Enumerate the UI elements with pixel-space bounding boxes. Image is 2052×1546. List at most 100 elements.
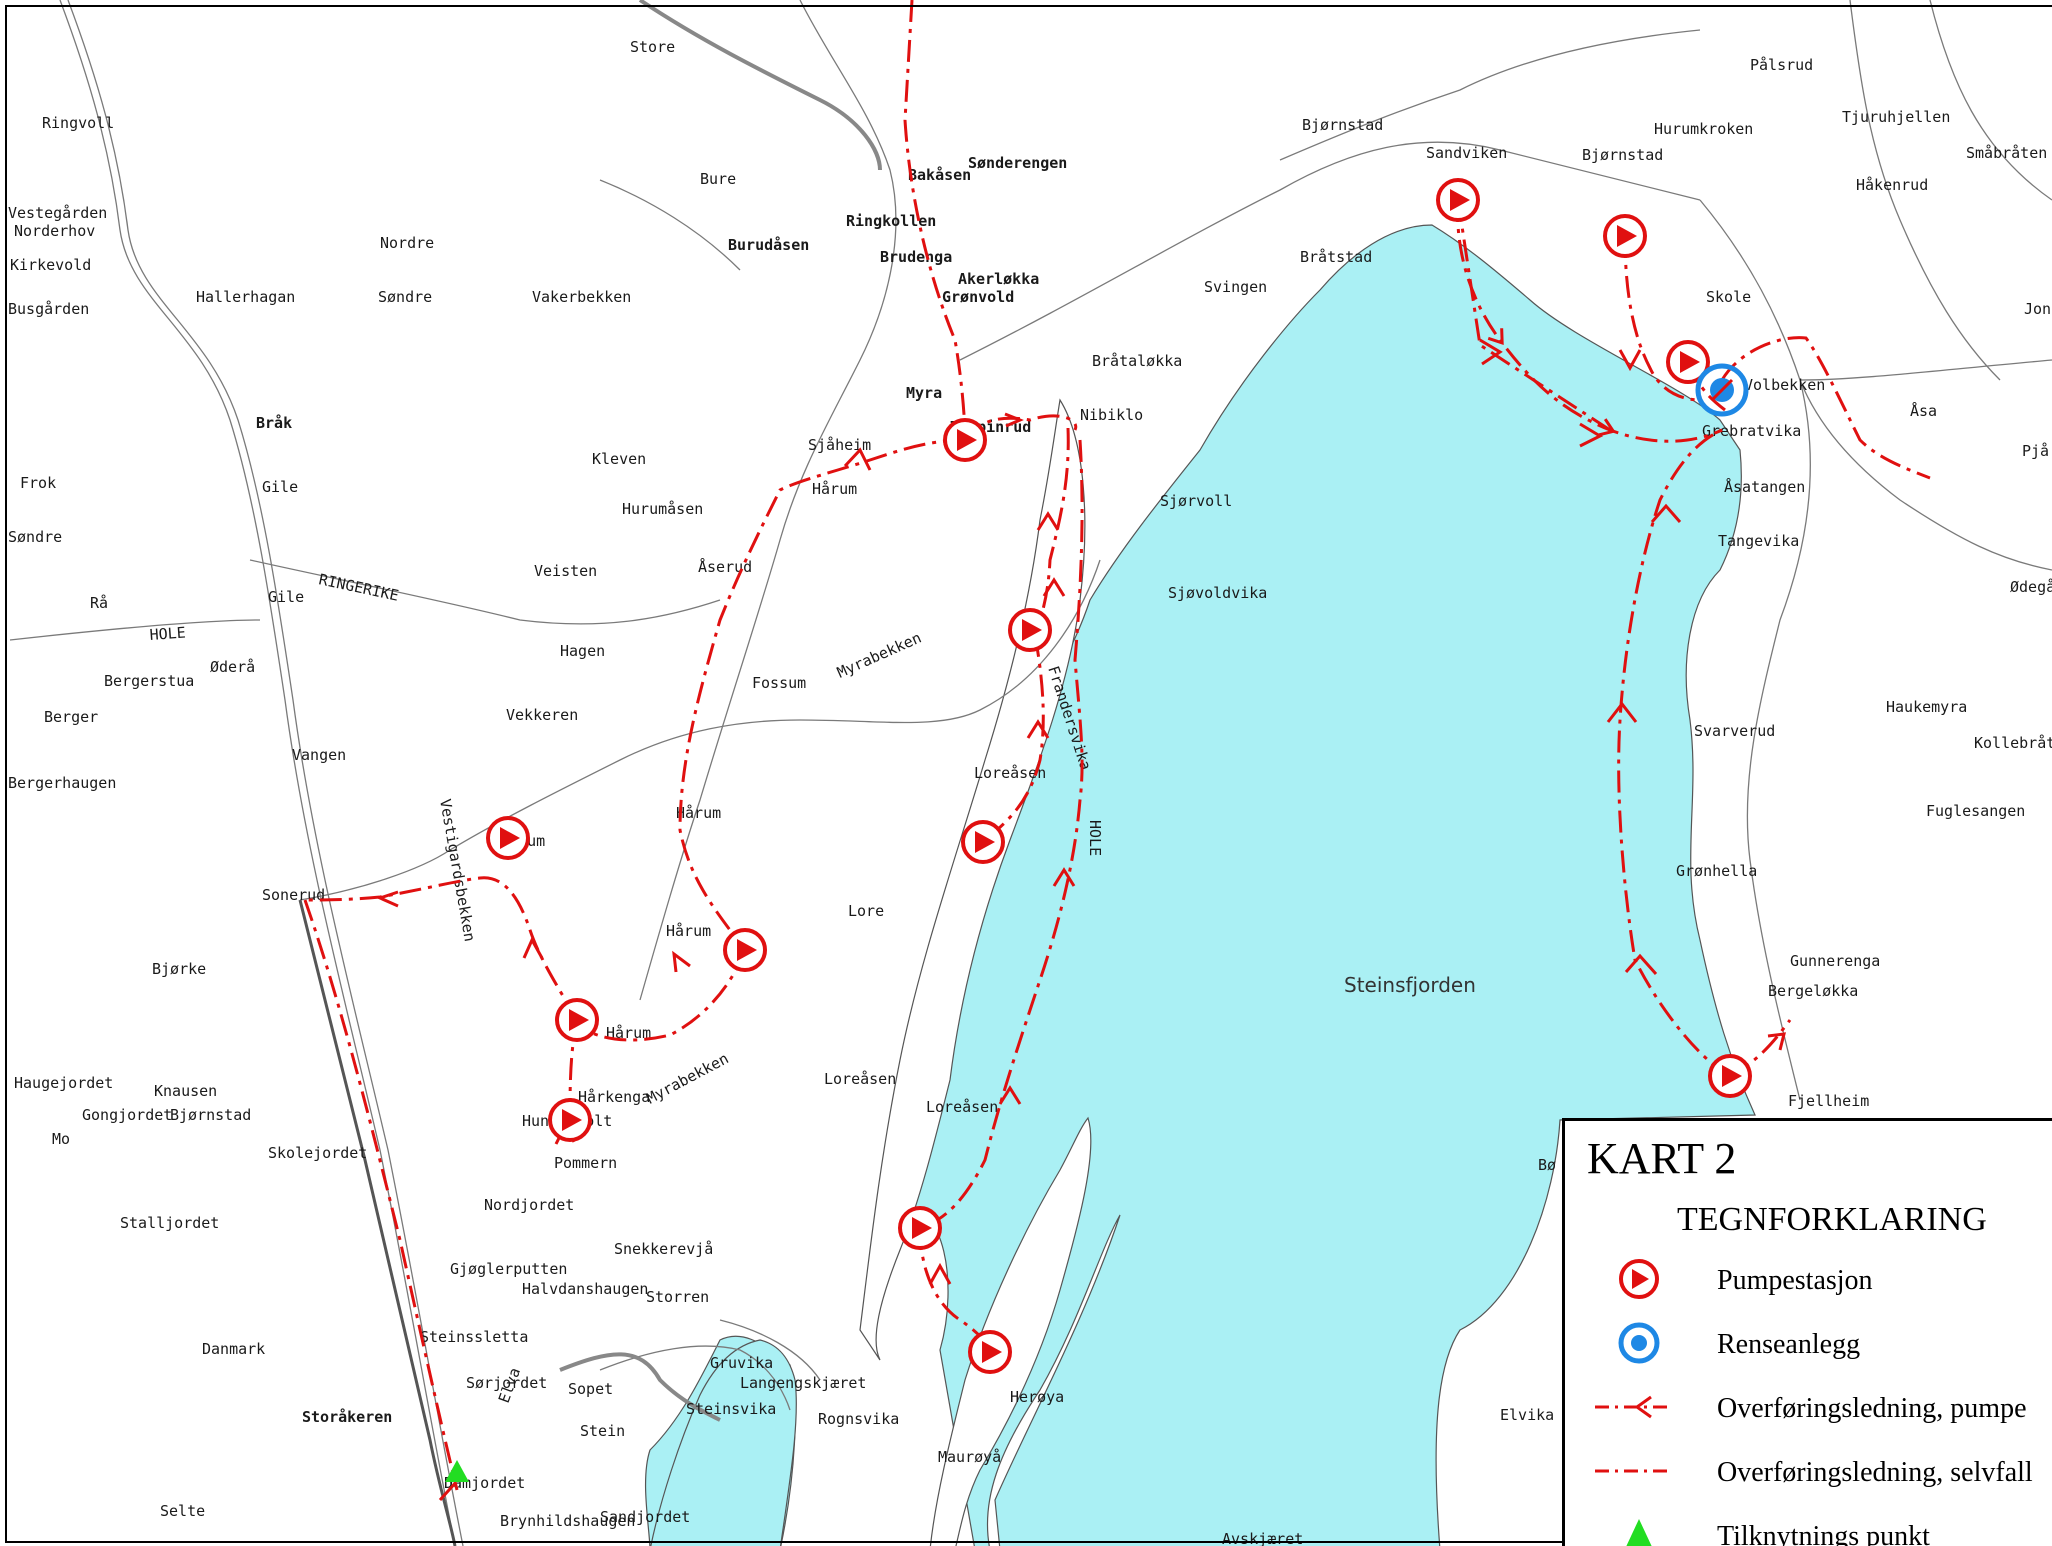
place-label: Sønderengen	[968, 154, 1067, 172]
place-label: Stein	[580, 1422, 625, 1440]
place-label: Hårkenga	[578, 1088, 650, 1106]
place-label: Gongjordet	[82, 1106, 172, 1124]
fjord-label: Steinsfjorden	[1344, 973, 1476, 997]
place-label: Kleven	[592, 450, 646, 468]
place-label: Tjuruhjellen	[1842, 108, 1950, 126]
place-label: Sjørvoll	[1160, 492, 1232, 510]
place-label: Avskjæret	[1222, 1530, 1303, 1546]
place-label: Grønhella	[1676, 862, 1757, 880]
place-label: Rå	[90, 594, 108, 612]
place-label: Knausen	[154, 1082, 217, 1100]
place-label: Snekkerevjå	[614, 1240, 713, 1258]
roads	[9, 0, 2052, 1546]
place-label: Steinsvika	[686, 1400, 776, 1418]
heroya-island	[929, 1116, 1092, 1546]
place-label: Veisten	[534, 562, 597, 580]
place-label: Stalljordet	[120, 1214, 219, 1232]
place-label: Pjå	[2022, 442, 2049, 460]
place-label: Skole	[1706, 288, 1751, 306]
fjord-inlet	[650, 1339, 797, 1546]
place-label: Brudenga	[880, 248, 952, 266]
place-label: Hurumkroken	[1654, 120, 1753, 138]
place-label: Akerløkka	[958, 270, 1039, 288]
pump-station-marker	[961, 820, 1005, 864]
pump-station-marker	[898, 1206, 942, 1250]
pump-station-marker	[1708, 1054, 1752, 1098]
connection-point-marker	[445, 1460, 469, 1482]
place-label: Gruvika	[710, 1354, 773, 1372]
place-labels: Store Ringvoll Vestegården Norderhov Kir…	[8, 38, 2052, 1546]
place-label: Hårum	[606, 1024, 651, 1042]
place-label: Hallerhagan	[196, 288, 295, 306]
place-label: Haugejordet	[14, 1074, 113, 1092]
place-label: Vakerbekken	[532, 288, 631, 306]
place-label: Nibiklo	[1080, 406, 1143, 424]
place-label: Kirkevold	[10, 256, 91, 274]
place-label: Storåkeren	[302, 1408, 392, 1426]
pump-station-marker	[555, 998, 599, 1042]
place-label: Hurumåsen	[622, 500, 703, 518]
place-label: Skolejordet	[268, 1144, 367, 1162]
place-label: Sjøvoldvika	[1168, 584, 1267, 602]
place-label: Ringvoll	[42, 114, 114, 132]
place-label: Myra	[906, 384, 942, 402]
place-label: Loreåsen	[974, 764, 1046, 782]
place-label: Langengskjæret	[740, 1374, 866, 1392]
place-label: Vangen	[292, 746, 346, 764]
place-label: Danmark	[202, 1340, 265, 1358]
place-label: Søndre	[378, 288, 432, 306]
pump-station-marker	[1666, 340, 1710, 384]
place-label: Ødegå	[2010, 578, 2052, 596]
place-label: Gile	[268, 588, 304, 606]
place-label: Steinssletta	[420, 1328, 528, 1346]
place-label: Håkenrud	[1856, 176, 1928, 194]
pump-stations	[486, 178, 1752, 1374]
place-label: Jon	[2024, 300, 2051, 318]
place-label: Grønvold	[942, 288, 1014, 306]
legend-item-pumped-line: Overføringsledning, pumpe	[1565, 1385, 2052, 1435]
place-label: Ringkollen	[846, 212, 936, 230]
place-label: Selte	[160, 1502, 205, 1520]
place-label: Bjørnstad	[1582, 146, 1663, 164]
map-border	[5, 5, 2052, 1543]
place-label: Sørjordet	[466, 1374, 547, 1392]
place-label: Sopet	[568, 1380, 613, 1398]
place-label: Gjøglerputten	[450, 1260, 567, 1278]
place-label: Svarverud	[1694, 722, 1775, 740]
pump-station-marker	[548, 1098, 592, 1142]
place-label: RINGERIKE	[317, 570, 400, 605]
legend-heading: TEGNFORKLARING	[1677, 1201, 1987, 1238]
place-label: Brynhildshaugen	[500, 1512, 635, 1530]
railway	[298, 899, 457, 1546]
place-label: Myrabekken	[834, 628, 924, 681]
place-label: Grebratvika	[1702, 422, 1801, 440]
place-label: Bure	[700, 170, 736, 188]
place-label: Tangevika	[1718, 532, 1799, 550]
place-label: Bergeløkka	[1768, 982, 1858, 1000]
place-label: Bråtstad	[1300, 248, 1372, 266]
legend-item-pump: Pumpestasjon	[1565, 1257, 2052, 1307]
place-label: Halvdanshaugen	[522, 1280, 648, 1298]
place-label: Burudåsen	[728, 236, 809, 254]
place-label: Kollebråten	[1974, 734, 2052, 752]
legend-item-gravity-line: Overføringsledning, selvfall	[1565, 1449, 2052, 1499]
pump-station-marker	[1436, 178, 1480, 222]
place-label: Herøya	[1010, 1388, 1064, 1406]
place-label: Myrabekken	[643, 1049, 731, 1107]
pump-station-marker	[943, 418, 987, 462]
legend-item-plant: Renseanlegg	[1565, 1321, 2052, 1371]
place-label: Bakåsen	[908, 166, 971, 184]
place-label: Hagen	[560, 642, 605, 660]
place-label: HOLE	[1086, 820, 1104, 856]
legend-label: Overføringsledning, selvfall	[1717, 1457, 2033, 1488]
place-label: Bråk	[256, 414, 292, 432]
place-label: Bjørnstad	[1302, 116, 1383, 134]
place-label: Bergerstua	[104, 672, 194, 690]
place-label: Pålsrud	[1750, 56, 1813, 74]
pump-station-marker	[968, 1330, 1012, 1374]
place-label: Hårum	[676, 804, 721, 822]
pump-station-marker	[1603, 214, 1647, 258]
place-label: Svingen	[1204, 278, 1267, 296]
pump-station-marker	[723, 928, 767, 972]
